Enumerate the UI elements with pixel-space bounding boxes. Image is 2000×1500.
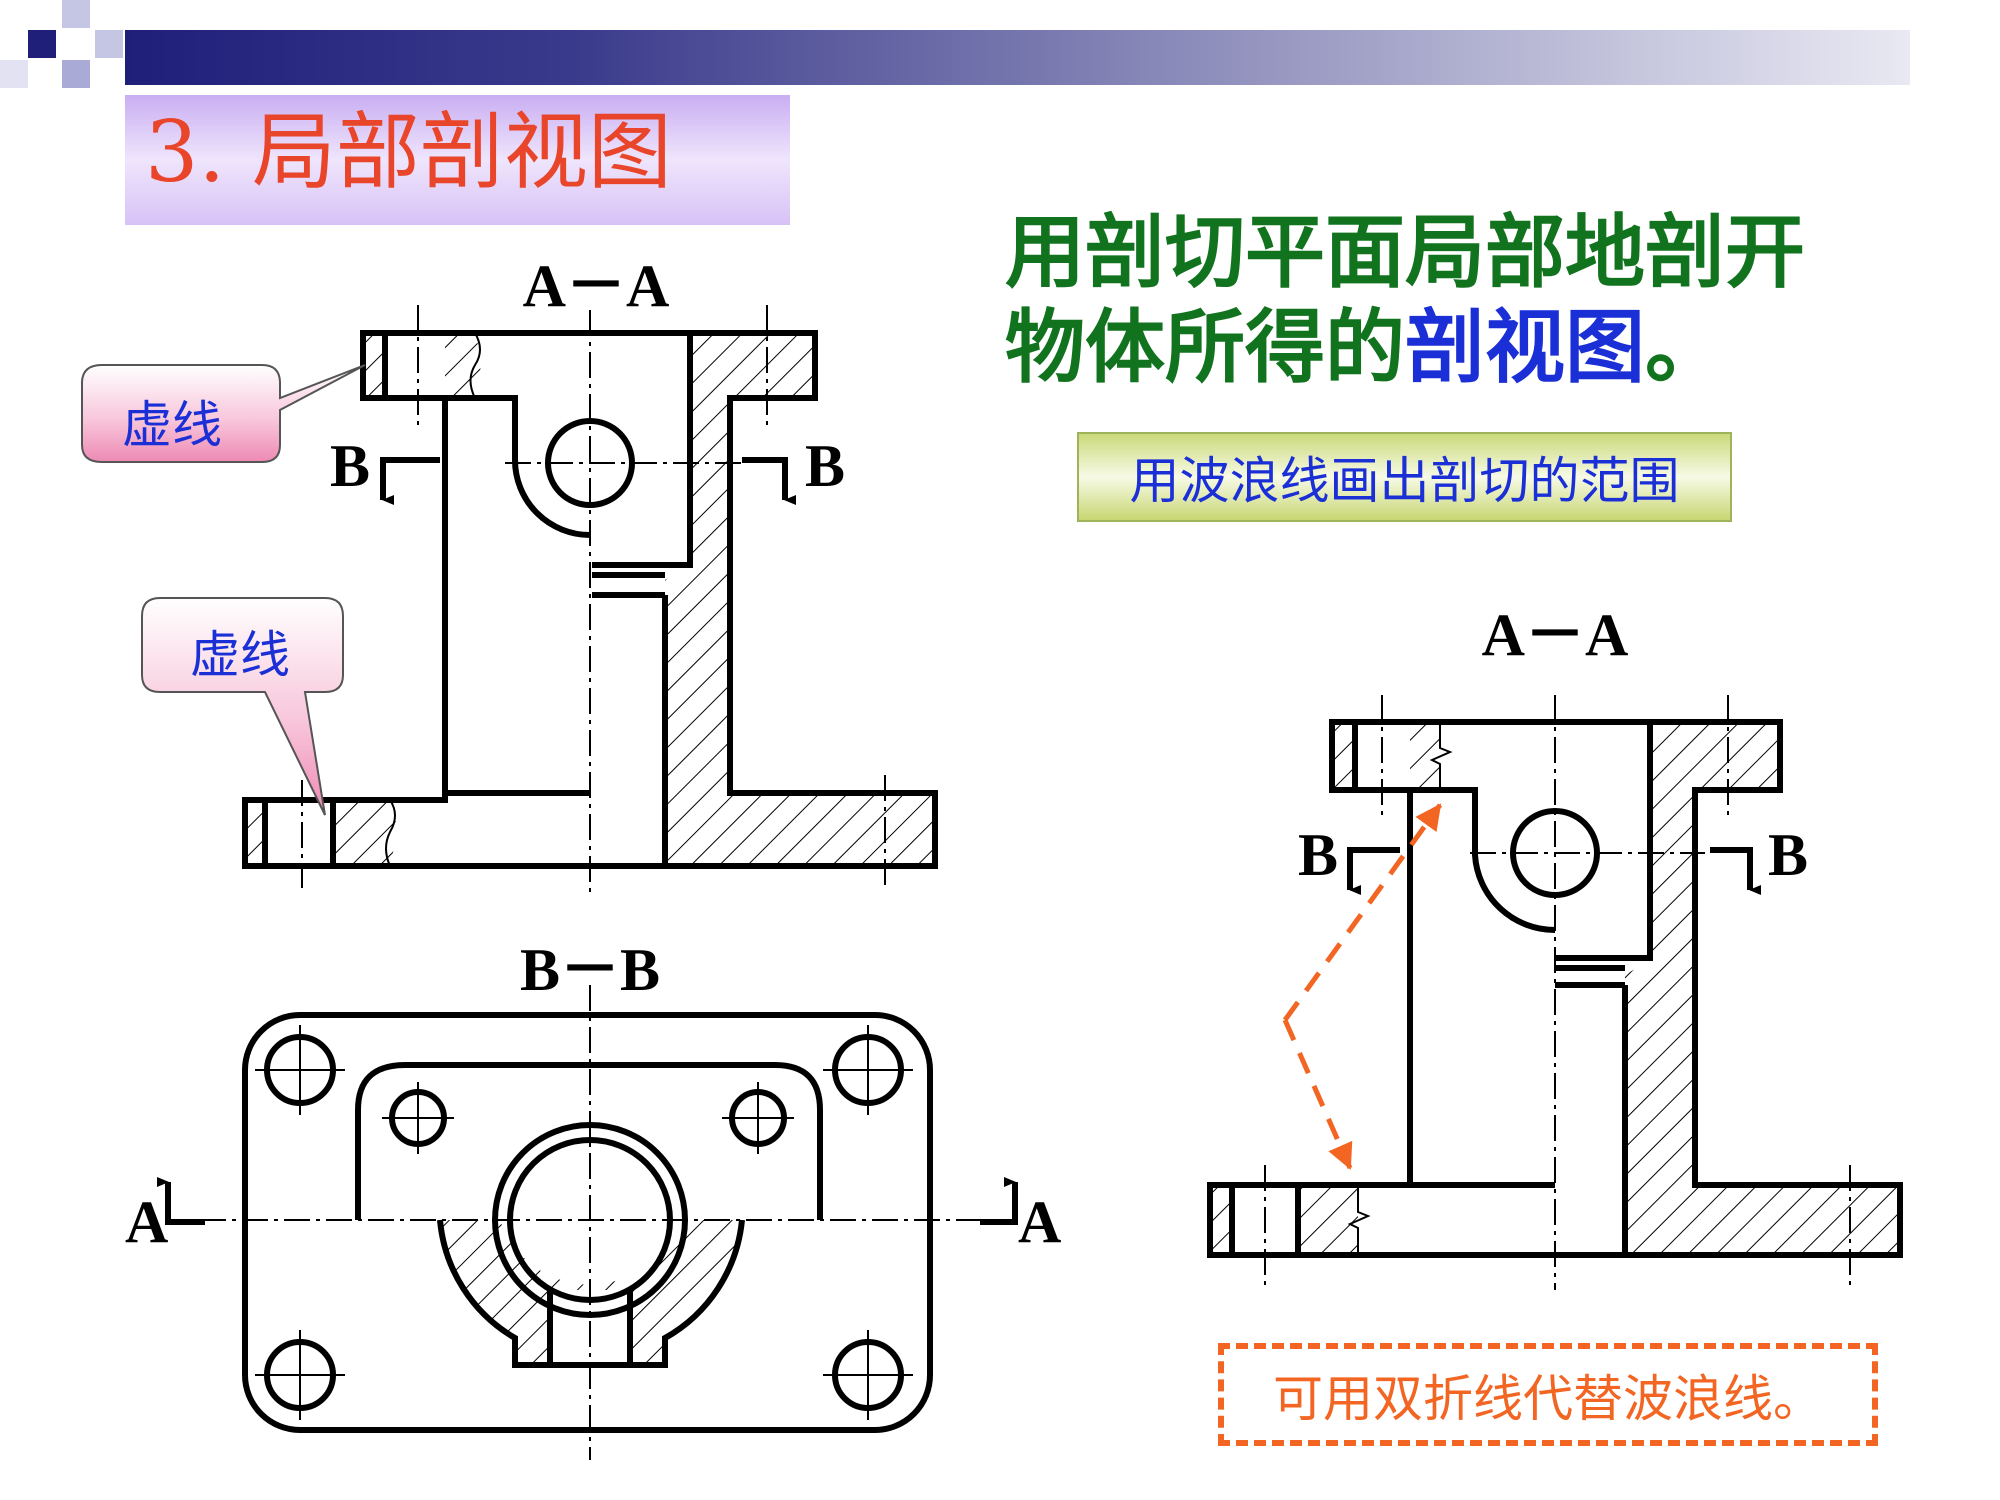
double-break-note-box: 可用双折线代替波浪线。: [1218, 1343, 1878, 1446]
hatch-alt-flange-left: [1332, 722, 1355, 790]
orange-pointer-up: [1282, 803, 1443, 1022]
section-aa-alt-view: A－A B B: [1207, 602, 1903, 1290]
hatch-alt-bottom-mid: [1298, 1185, 1358, 1255]
description-line-2: 物体所得的剖视图。: [1005, 301, 1725, 394]
header-square: [62, 0, 90, 28]
label-b-right-2: B: [1768, 822, 1808, 888]
header-gradient-bar: [125, 30, 1910, 85]
label-section-aa-right: A－A: [1482, 602, 1629, 668]
hatch-top-wall-left: [445, 333, 482, 398]
highlight-term: 剖视图: [1405, 301, 1645, 394]
callout-label-2: 虚线: [190, 626, 290, 684]
orange-pointer-down: [1282, 1018, 1353, 1170]
label-a-left: A: [125, 1189, 168, 1255]
label-section-bb: B－B: [520, 937, 660, 1003]
wave-line-note: 用波浪线画出剖切的范围: [1129, 452, 1680, 510]
label-b-left-2: B: [1298, 822, 1338, 888]
callout-dashed-line-1: [81, 364, 366, 463]
label-a-right: A: [1018, 1189, 1061, 1255]
hatch-top-flange-left: [363, 333, 385, 398]
label-section-aa-top: A－A: [523, 253, 670, 319]
header-square: [62, 60, 90, 88]
hatch-alt-right-wall: [1625, 722, 1900, 1255]
hatch-bottom-mid: [333, 800, 398, 866]
double-break-note: 可用双折线代替波浪线。: [1273, 1369, 1823, 1428]
label-b-left: B: [330, 433, 370, 499]
callout-label-1: 虚线: [122, 396, 222, 454]
header-square: [28, 30, 56, 58]
header-square: [0, 60, 28, 88]
description-heading: 用剖切平面局部地剖开 物体所得的剖视图。: [1005, 205, 1805, 395]
callout-dashed-line-2: [141, 597, 344, 816]
hatch-alt-bottom-left: [1210, 1185, 1232, 1255]
hatch-alt-wall-left: [1410, 722, 1440, 790]
header-square: [95, 30, 123, 58]
hatch-right-wall: [665, 333, 935, 866]
description-line-1: 用剖切平面局部地剖开: [1005, 206, 1805, 299]
hatch-bottom-left: [245, 800, 265, 866]
label-b-right: B: [805, 433, 845, 499]
title-box: [125, 95, 790, 225]
section-bb-view: B－B A A: [125, 937, 1061, 1460]
section-aa-view: A－A B B: [242, 253, 938, 895]
slide-title: 3. 局部剖视图: [145, 103, 672, 201]
wave-line-note-box: 用波浪线画出剖切的范围: [1077, 432, 1732, 522]
